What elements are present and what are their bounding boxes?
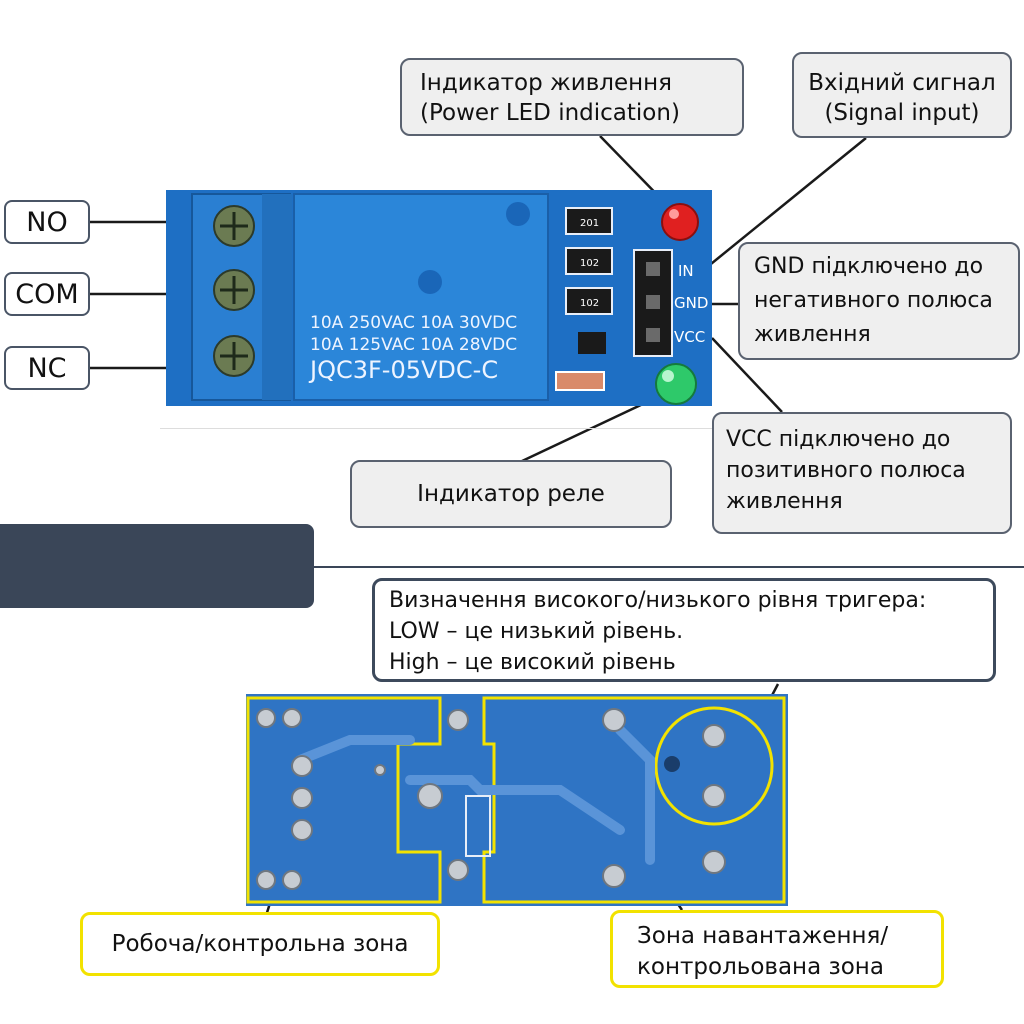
vcc-callout-line3: живлення (726, 489, 843, 514)
trigger-definition-callout: Визначення високого/низького рівня триге… (372, 578, 996, 682)
svg-text:102: 102 (580, 258, 599, 269)
power-led (661, 203, 699, 241)
vcc-callout-line2: позитивного полюса (726, 458, 966, 483)
trigger-definition-line3: High – це високий рівень (389, 650, 676, 675)
pin-label-in: IN (678, 262, 694, 280)
relay-model: JQC3F-05VDC-C (308, 356, 498, 384)
terminal-no-label: NO (4, 200, 90, 244)
work-zone-outline (246, 696, 442, 904)
header-pins (633, 249, 673, 357)
relay-board-bottom-view (246, 683, 788, 923)
trigger-definition-line1: Визначення високого/низького рівня триге… (389, 588, 927, 613)
load-zone-outline (482, 696, 786, 904)
pin-label-vcc: VCC (674, 328, 705, 346)
load-zone-line2: контрольована зона (637, 954, 884, 980)
signal-input-callout: Вхідний сигнал (Signal input) (792, 52, 1012, 138)
relay-rating-line1: 10A 250VAC 10A 30VDC (310, 313, 517, 333)
smd-resistors: 201 102 102 (555, 207, 613, 391)
gnd-callout-line1: GND підключено до (754, 254, 984, 279)
svg-text:201: 201 (580, 218, 599, 229)
svg-text:102: 102 (580, 298, 599, 309)
load-zone-line1: Зона навантаження/ (637, 923, 889, 949)
work-zone-callout: Робоча/контрольна зона (80, 912, 440, 976)
signal-input-callout-line2: (Signal input) (824, 100, 980, 126)
relay-body (293, 193, 549, 401)
signal-leader-line (705, 137, 867, 269)
vcc-callout-line1: VCC підключено до (726, 427, 951, 452)
relay-led (655, 363, 697, 405)
signal-input-callout-line1: Вхідний сигнал (808, 70, 996, 96)
relay-rating-line2: 10A 125VAC 10A 28VDC (310, 335, 517, 355)
pcb-bottom (246, 694, 788, 906)
load-zone-callout: Зона навантаження/ контрольована зона (610, 910, 944, 988)
gnd-callout: GND підключено до негативного полюса жив… (738, 242, 1020, 360)
vcc-callout: VCC підключено до позитивного полюса жив… (712, 412, 1012, 534)
vcc-leader-line (711, 337, 783, 413)
dark-panel (0, 524, 314, 608)
pin-label-gnd: GND (674, 294, 708, 312)
power-led-callout-line2: (Power LED indication) (420, 100, 680, 126)
gnd-callout-line2: негативного полюса (754, 288, 993, 313)
gnd-callout-line3: живлення (754, 322, 871, 347)
terminal-com-label: COM (4, 272, 90, 316)
trigger-highlight-circle (654, 706, 774, 826)
power-led-callout-line1: Індикатор живлення (420, 70, 673, 96)
section-divider (314, 566, 1024, 568)
relay-led-callout: Індикатор реле (350, 460, 672, 528)
trigger-definition-line2: LOW – це низький рівень. (389, 619, 684, 644)
power-led-callout: Індикатор живлення (Power LED indication… (400, 58, 744, 136)
terminal-screws (213, 205, 255, 377)
terminal-nc-label: NC (4, 346, 90, 390)
relay-board-top-view: 10A 250VAC 10A 30VDC 10A 125VAC 10A 28VD… (88, 135, 867, 464)
